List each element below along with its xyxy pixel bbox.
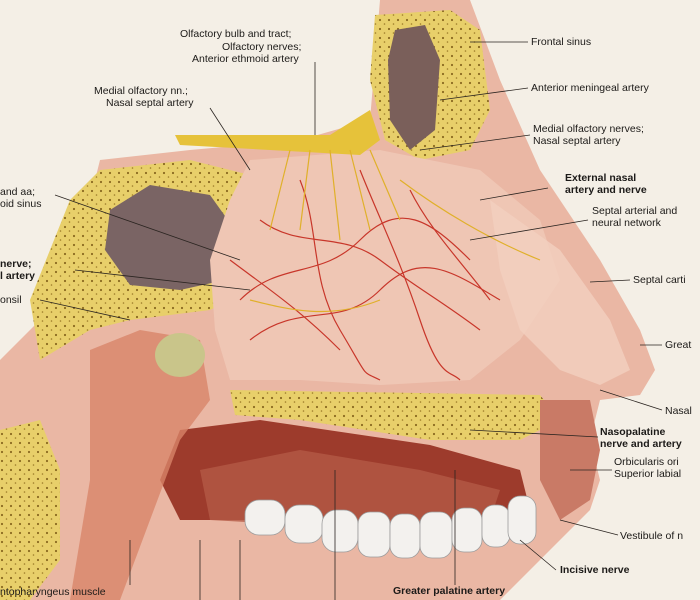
label-olfactory-bulb: Olfactory bulb and tract; (180, 28, 292, 40)
nasal-septum (210, 150, 560, 385)
label-anterior-ethmoid-artery: Anterior ethmoid artery (192, 53, 299, 65)
label-nasal-septal-artery-left: Nasal septal artery (106, 97, 194, 109)
label-left-1: and aa; (0, 186, 36, 198)
olfactory-tract (175, 110, 380, 155)
torus-tubarius (155, 333, 205, 377)
label-septal-network-2: neural network (592, 217, 661, 229)
upper-teeth (244, 495, 537, 559)
label-medial-olfactory-left: Medial olfactory nn.; (94, 85, 188, 97)
label-external-nasal: External nasal (565, 172, 637, 184)
label-vestibule: Vestibule of n (620, 530, 684, 542)
label-greater: Great (665, 339, 692, 351)
septal-cartilage (490, 200, 630, 385)
hard-palate (230, 390, 560, 440)
label-septal-cartilage: Septal carti (633, 274, 686, 286)
label-left-3: nerve; (0, 258, 32, 270)
label-left-2: oid sinus (0, 198, 42, 210)
label-incisive-nerve: Incisive nerve (560, 564, 630, 576)
label-septal-network: Septal arterial and (592, 205, 678, 217)
label-greater-palatine-artery: Greater palatine artery (393, 585, 506, 597)
label-medial-olfactory-right: Medial olfactory nerves; (533, 123, 644, 135)
occipital-bone (0, 420, 60, 600)
label-nasal-septal-artery-right: Nasal septal artery (533, 135, 621, 147)
label-orbicularis: Orbicularis ori (614, 456, 679, 468)
label-left-4: l artery (0, 270, 36, 282)
label-nasal: Nasal (665, 405, 692, 417)
upper-lip (540, 400, 600, 520)
frontal-sinus (388, 25, 440, 150)
label-nasopalatine: Nasopalatine (600, 426, 666, 438)
leader-lines (39, 41, 663, 600)
sphenoid-sinus (105, 185, 235, 290)
label-frontal-sinus: Frontal sinus (531, 36, 592, 48)
label-anterior-meningeal-artery: Anterior meningeal artery (531, 82, 649, 94)
septal-vessels (229, 149, 541, 381)
pharyngeal-wall (70, 330, 210, 600)
label-nasopalatine-2: nerve and artery (600, 438, 682, 450)
label-left-5: onsil (0, 294, 22, 306)
label-olfactory-nerves: Olfactory nerves; (222, 41, 302, 53)
label-superior-labial: Superior labial (614, 468, 682, 480)
label-pharyngeus-muscle: ntopharyngeus muscle (0, 586, 106, 598)
label-external-nasal-2: artery and nerve (565, 184, 647, 196)
